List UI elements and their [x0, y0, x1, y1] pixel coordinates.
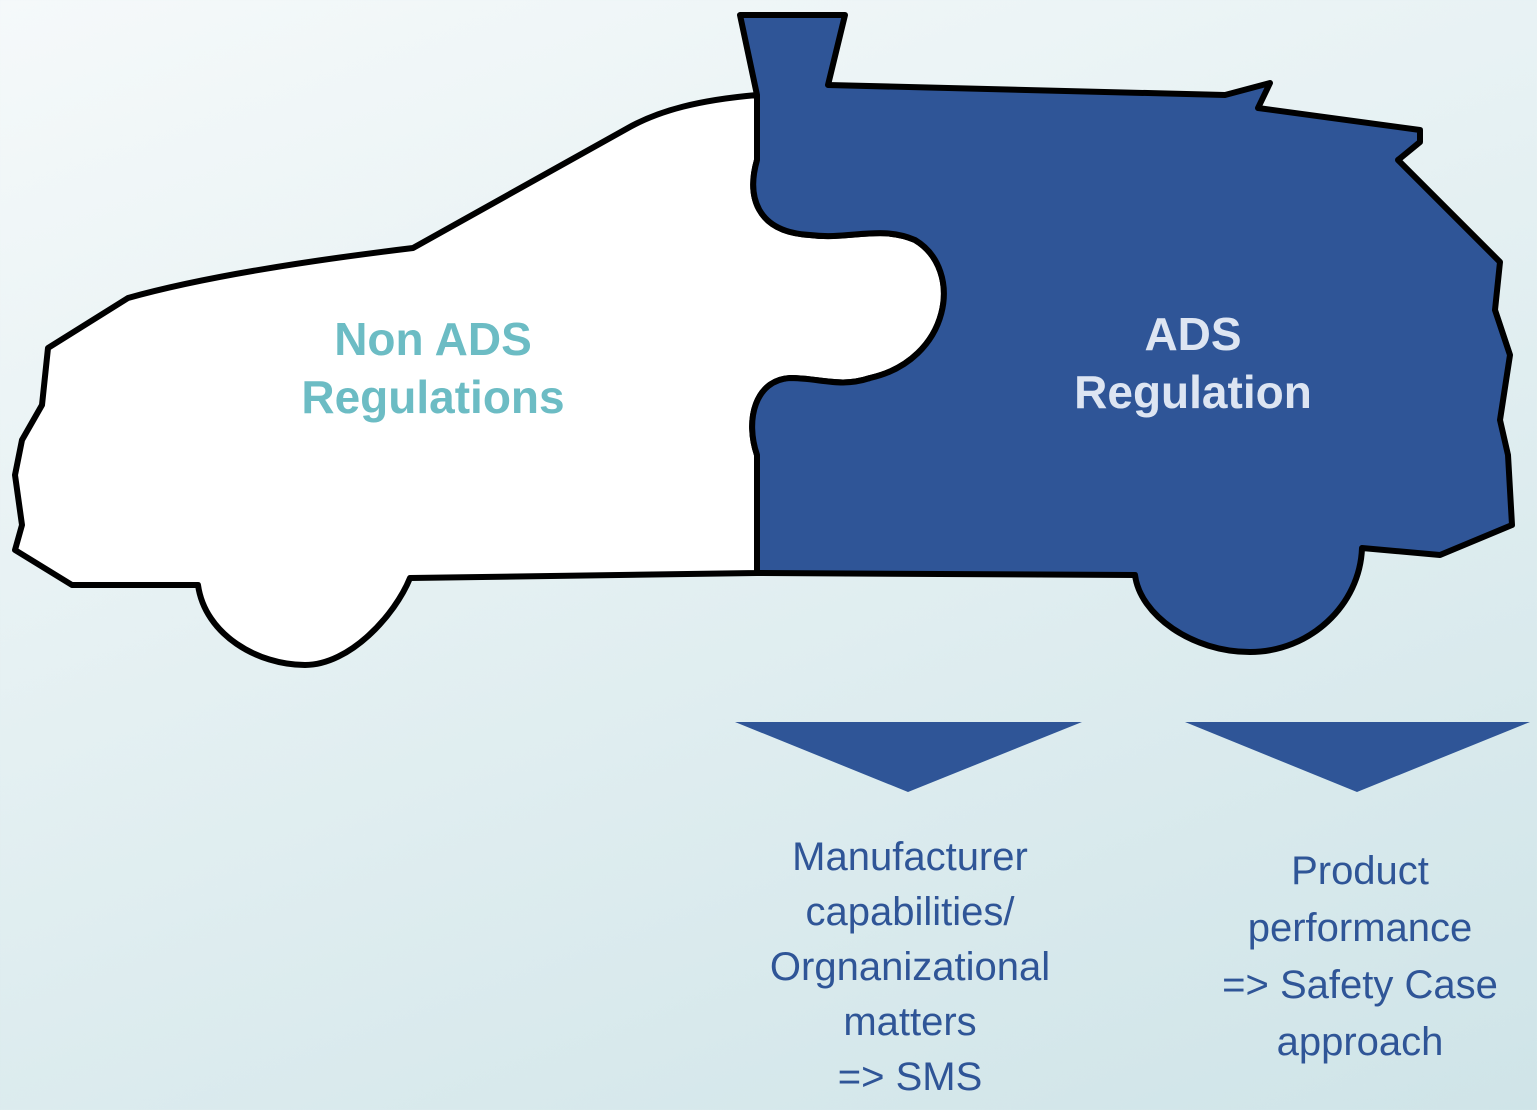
text-line: => Safety Case: [1222, 963, 1498, 1007]
label-line: ADS: [1144, 308, 1242, 360]
ads-puzzle-piece: [737, 12, 1515, 655]
non-ads-regulations-label: Non ADS Regulations: [233, 310, 633, 426]
text-line: => SMS: [837, 1055, 983, 1099]
ads-regulation-label: ADS Regulation: [993, 305, 1393, 421]
text-line: approach: [1276, 1020, 1444, 1064]
product-performance-text: Product performance => Safety Case appro…: [1150, 843, 1537, 1071]
label-line: Regulation: [1074, 366, 1312, 418]
text-line: performance: [1247, 906, 1473, 950]
text-line: Orgnanizational: [769, 945, 1051, 989]
text-line: Manufacturer: [792, 835, 1028, 879]
label-line: Non ADS: [334, 313, 532, 365]
text-line: matters: [843, 1000, 977, 1044]
manufacturer-capabilities-text: Manufacturer capabilities/ Orgnanization…: [700, 830, 1120, 1105]
text-line: Product: [1291, 849, 1429, 893]
arrow-down-icon: [735, 722, 1082, 792]
label-line: Regulations: [301, 371, 565, 423]
text-line: capabilities/: [805, 890, 1015, 934]
arrow-down-icon: [1185, 722, 1530, 792]
